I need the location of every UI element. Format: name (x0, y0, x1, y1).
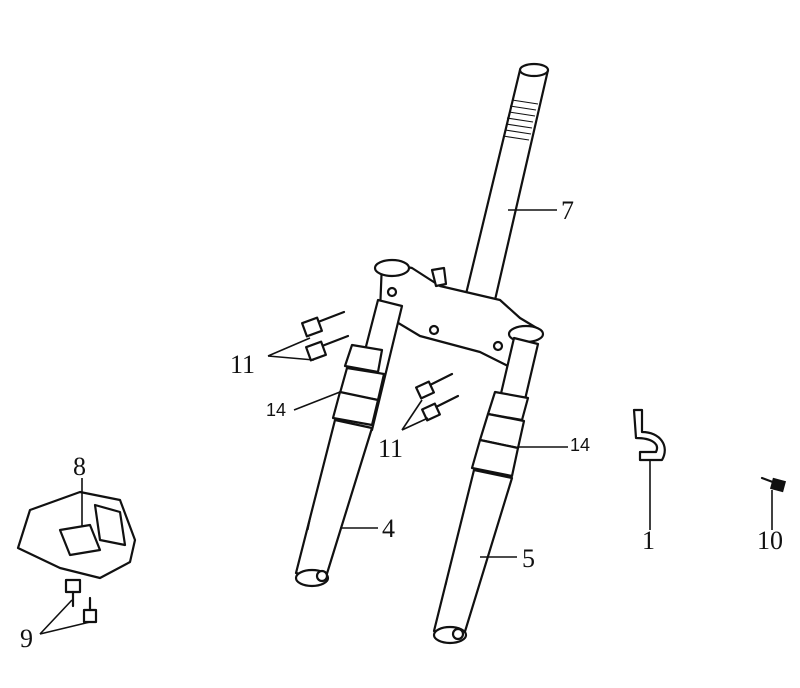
callout-5: 5 (522, 544, 535, 573)
callout-7: 7 (561, 196, 574, 225)
small-bolt (760, 476, 787, 493)
callout-8: 8 (73, 452, 86, 481)
callout-14-right: 14 (570, 435, 591, 455)
clamp-bracket (632, 408, 666, 462)
callout-1: 1 (642, 526, 655, 555)
callout-10: 10 (757, 526, 783, 555)
right-fork-leg (432, 336, 540, 645)
callout-9: 9 (20, 624, 33, 653)
callout-14-left: 14 (266, 400, 287, 420)
callout-4: 4 (382, 514, 395, 543)
callout-11-right: 11 (378, 434, 404, 463)
mud-guard (16, 490, 137, 580)
bolt-pair-right (415, 372, 460, 422)
steering-stem (464, 62, 550, 302)
bolt-pair-left (300, 310, 350, 362)
leader-lines (39, 209, 773, 635)
callout-11-left: 11 (230, 350, 256, 379)
left-fork-leg (294, 298, 404, 588)
screws (64, 578, 98, 624)
bottom-bridge (373, 258, 545, 370)
